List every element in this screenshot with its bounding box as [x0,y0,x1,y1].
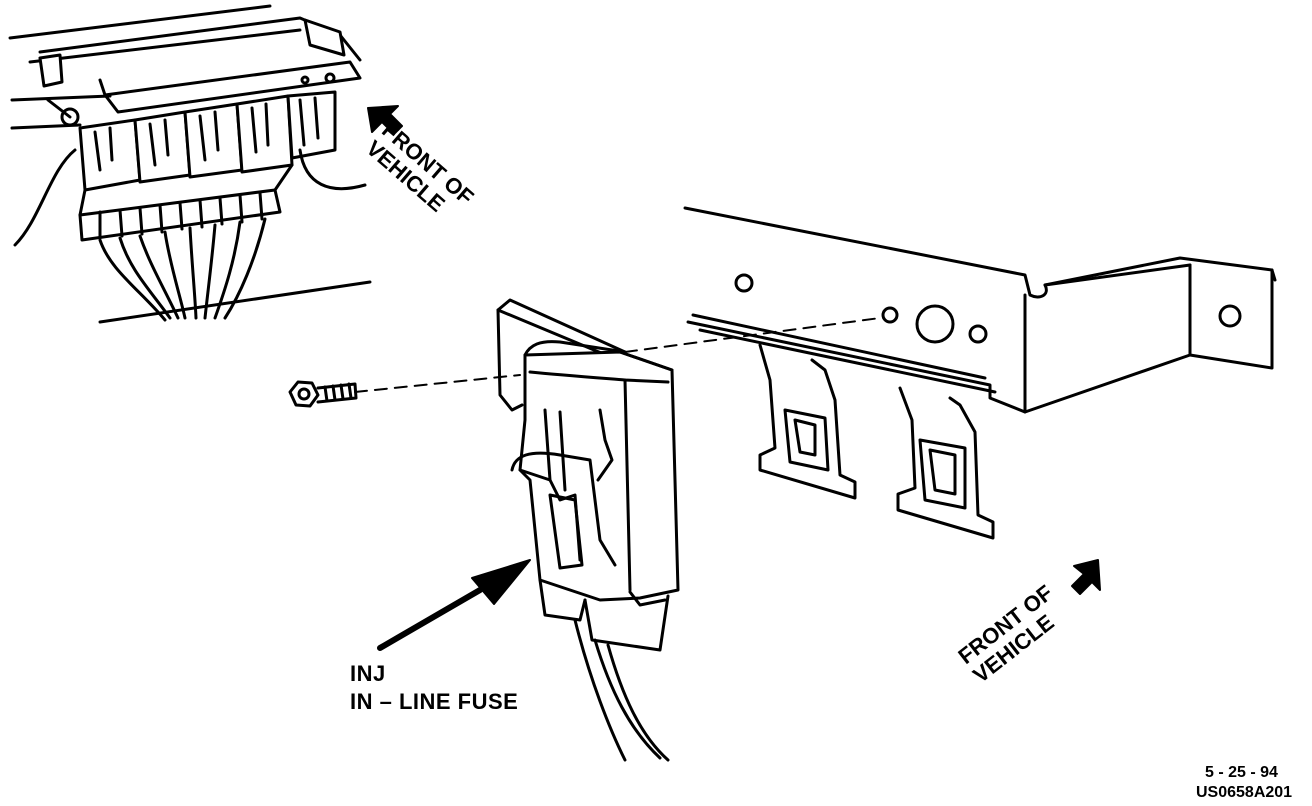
inset-relay-bracket [8,4,372,324]
in-line-fuse-holder [496,298,680,762]
bolt-icon [288,380,358,408]
mounting-bracket [683,206,1277,540]
alignment-line-bolt [354,374,521,393]
figure-date: 5 - 25 - 94 [1205,764,1278,781]
fuse-label-line2: IN – LINE FUSE [350,689,519,714]
pointer-arrow-icon [377,559,531,651]
figure-code: US0658A201 [1196,784,1293,801]
front-arrow-inset-icon [367,105,403,135]
fuse-label: INJ IN – LINE FUSE [350,660,518,716]
fuse-label-line1: INJ [350,661,386,686]
front-arrow-main-icon [1071,559,1101,595]
alignment-line-hole [624,317,881,353]
